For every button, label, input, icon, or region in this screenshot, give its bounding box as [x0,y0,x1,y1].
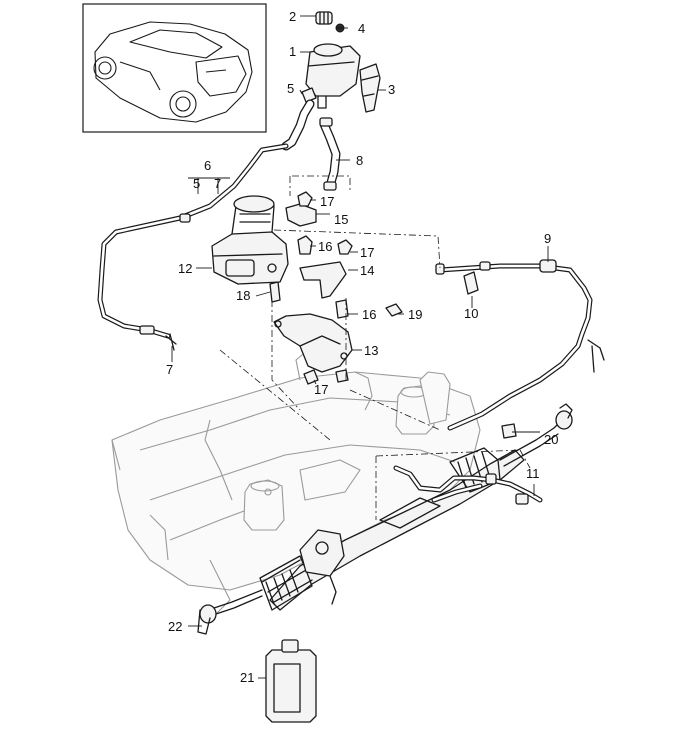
callout-10: 10 [464,306,478,321]
callout-19: 19 [408,307,422,322]
callout-18: 18 [236,288,250,303]
callout-2: 2 [289,9,296,24]
holder-plate [273,313,353,373]
clamp-5 [301,87,317,103]
fluid-container [265,639,317,723]
callout-12: 12 [178,261,192,276]
callout-21: 21 [240,670,254,685]
assembly-lines [219,175,531,520]
callout-14: 14 [360,263,374,278]
callout-4: 4 [358,21,365,36]
callout-22: 22 [168,619,182,634]
bracket-15 [285,203,317,227]
return-line [97,143,289,351]
pressure-line [435,259,605,431]
callout-8: 8 [356,153,363,168]
callout-17-bottom: 17 [314,382,328,397]
callout-16-top: 16 [318,239,332,254]
callout-9: 9 [544,231,551,246]
callout-7-group: 7 [214,176,221,191]
callout-15: 15 [334,212,348,227]
callout-16-bottom: 16 [362,307,376,322]
callout-6: 6 [204,158,211,173]
callout-20: 20 [544,432,558,447]
callout-13: 13 [364,343,378,358]
callout-labels: 1 2 3 4 5 6 5 7 7 8 9 10 11 12 13 14 15 … [166,9,558,685]
vehicle-thumbnail [82,3,267,133]
power-steering-pump [211,195,289,285]
reservoir [305,11,361,109]
callout-17-mid: 17 [360,245,374,260]
callout-11: 11 [526,466,540,481]
reservoir-bracket [359,63,381,113]
bracket-14 [299,261,347,299]
callout-5-top: 5 [287,81,294,96]
callout-3: 3 [388,82,395,97]
callout-5-group: 5 [193,176,200,191]
suction-hose [319,117,341,191]
return-hose [281,99,315,151]
callout-17-top: 17 [320,194,334,209]
tie-rod-end-right [499,403,573,467]
cooling-line [393,465,543,505]
front-axle-subframe [111,349,481,621]
callout-1: 1 [289,44,296,59]
leader-lines [171,15,549,679]
tie-rod-end-left [197,589,263,635]
fasteners [269,191,517,439]
callout-7-bottom: 7 [166,362,173,377]
